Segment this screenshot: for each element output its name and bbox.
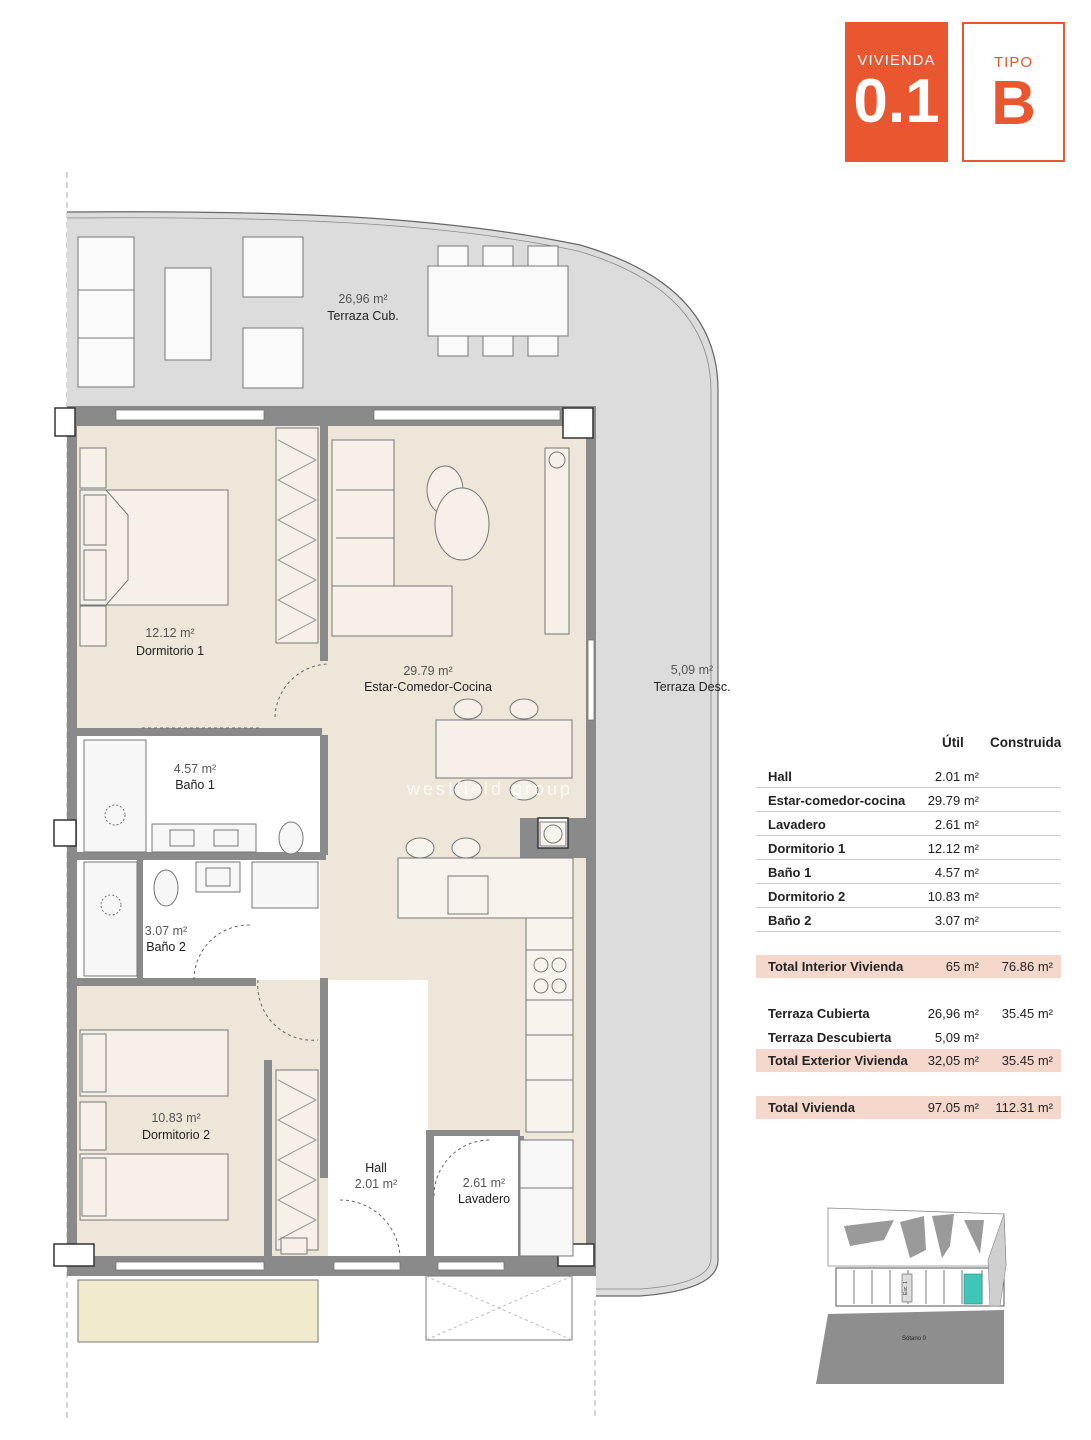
row-util: 29.79 m² <box>927 793 979 808</box>
table-row: Terraza Cubierta 26,96 m² 35.45 m² <box>756 1002 1061 1025</box>
dormitorio-2-label: Dormitorio 2 <box>142 1128 210 1142</box>
row-name: Estar-comedor-cocina <box>768 793 906 808</box>
vivienda-badge: VIVIENDA 0.1 <box>845 22 948 162</box>
estar-area: 29.79 m² <box>403 664 452 678</box>
watermark: westfield group <box>406 779 573 799</box>
row-util: 2.61 m² <box>934 817 979 832</box>
terrace-railing <box>66 211 719 1297</box>
bano-2-area: 3.07 m² <box>145 924 187 938</box>
row-name: Terraza Descubierta <box>768 1030 892 1045</box>
row-util: 5,09 m² <box>934 1030 979 1045</box>
dormitorio-2-area: 10.83 m² <box>151 1111 200 1125</box>
bano-1-area: 4.57 m² <box>174 762 216 776</box>
row-util: 2.01 m² <box>934 769 979 784</box>
table-row: Baño 2 3.07 m² <box>756 909 1061 932</box>
vivienda-number: 0.1 <box>853 67 940 136</box>
doors <box>142 663 491 1257</box>
table-row: Baño 1 4.57 m² <box>756 861 1061 884</box>
bathroom-1-fixtures <box>83 739 304 855</box>
terrace-railing-inner <box>66 217 712 1290</box>
bano-1-label: Baño 1 <box>175 778 215 792</box>
row-construida: 35.45 m² <box>1001 1006 1053 1021</box>
terraza-cub-area: 26,96 m² <box>338 292 387 306</box>
row-construida: 76.86 m² <box>1001 959 1053 974</box>
bathroom-2-fixtures <box>83 861 319 977</box>
bedroom-2-furniture <box>79 1029 319 1255</box>
bano-2-label: Baño 2 <box>146 940 186 954</box>
keymap-highlight-unit <box>963 1273 983 1305</box>
lavadero-floor <box>434 1136 518 1256</box>
hall-label: Hall <box>365 1161 387 1175</box>
location-keymap: Esc. 1 Sótano 0 <box>816 1207 1007 1384</box>
total-vivienda-row: Total Vivienda 97.05 m² 112.31 m² <box>756 1096 1061 1119</box>
kitchen <box>397 821 574 1133</box>
lavadero-area: 2.61 m² <box>463 1176 505 1190</box>
lavadero-fixtures <box>519 1139 574 1257</box>
row-name: Total Interior Vivienda <box>768 959 904 974</box>
hall-floor <box>328 980 428 1256</box>
estar-label: Estar-Comedor-Cocina <box>364 680 492 694</box>
table-row: Lavadero 2.61 m² <box>756 813 1061 836</box>
floor-plan: westfield group 26,96 m² Terraza Cub. 12… <box>53 172 731 1420</box>
table-row: Terraza Descubierta 5,09 m² <box>756 1026 1061 1049</box>
keymap-esc-label: Esc. 1 <box>903 1281 909 1295</box>
row-util: 65 m² <box>945 959 979 974</box>
windows <box>115 409 595 1271</box>
table-row: Hall 2.01 m² <box>756 765 1061 788</box>
tipo-letter: B <box>991 69 1036 138</box>
keymap-sotano-label: Sótano 0 <box>902 1336 927 1342</box>
tipo-badge: TIPO B <box>962 22 1065 162</box>
column-header-construida: Construida <box>990 735 1062 750</box>
row-name: Baño 1 <box>768 865 812 880</box>
hall-area: 2.01 m² <box>355 1177 397 1191</box>
column-header-util: Útil <box>942 735 964 750</box>
row-construida: 112.31 m² <box>995 1100 1053 1115</box>
row-util: 4.57 m² <box>934 865 979 880</box>
row-name: Total Vivienda <box>768 1100 855 1115</box>
terrace-furniture <box>77 236 569 389</box>
row-name: Dormitorio 1 <box>768 841 846 856</box>
row-name: Total Exterior Vivienda <box>768 1053 908 1068</box>
row-util: 32,05 m² <box>927 1053 979 1068</box>
row-name: Baño 2 <box>768 913 812 928</box>
row-name: Hall <box>768 769 792 784</box>
row-name: Lavadero <box>768 817 826 832</box>
keymap-basement <box>816 1310 1004 1384</box>
table-row: Dormitorio 1 12.12 m² <box>756 837 1061 860</box>
balcony-hatch <box>425 1275 573 1341</box>
row-util: 3.07 m² <box>934 913 979 928</box>
vivienda-label: VIVIENDA <box>857 52 936 69</box>
dormitorio-1-label: Dormitorio 1 <box>136 644 204 658</box>
row-util: 26,96 m² <box>927 1006 979 1021</box>
bedroom-1-furniture <box>79 427 319 647</box>
total-interior-row: Total Interior Vivienda 65 m² 76.86 m² <box>756 955 1061 978</box>
row-name: Dormitorio 2 <box>768 889 846 904</box>
terraza-cub-label: Terraza Cub. <box>327 309 399 323</box>
keymap-buildings <box>844 1214 984 1258</box>
lavadero-label: Lavadero <box>458 1192 510 1206</box>
row-construida: 35.45 m² <box>1001 1053 1053 1068</box>
row-util: 97.05 m² <box>927 1100 979 1115</box>
row-name: Terraza Cubierta <box>768 1006 870 1021</box>
table-row: Estar-comedor-cocina 29.79 m² <box>756 789 1061 812</box>
tipo-label: TIPO <box>993 54 1033 71</box>
row-util: 10.83 m² <box>927 889 979 904</box>
keymap-stair <box>901 1273 913 1303</box>
terraza-desc-area: 5,09 m² <box>671 663 713 677</box>
living-furniture <box>331 439 573 801</box>
terraza-desc-label: Terraza Desc. <box>653 680 730 694</box>
row-util: 12.12 m² <box>927 841 979 856</box>
planter <box>77 1279 319 1343</box>
total-exterior-row: Total Exterior Vivienda 32,05 m² 35.45 m… <box>756 1049 1061 1072</box>
keymap-side <box>987 1213 1007 1307</box>
table-row: Dormitorio 2 10.83 m² <box>756 885 1061 908</box>
dormitorio-1-area: 12.12 m² <box>145 626 194 640</box>
